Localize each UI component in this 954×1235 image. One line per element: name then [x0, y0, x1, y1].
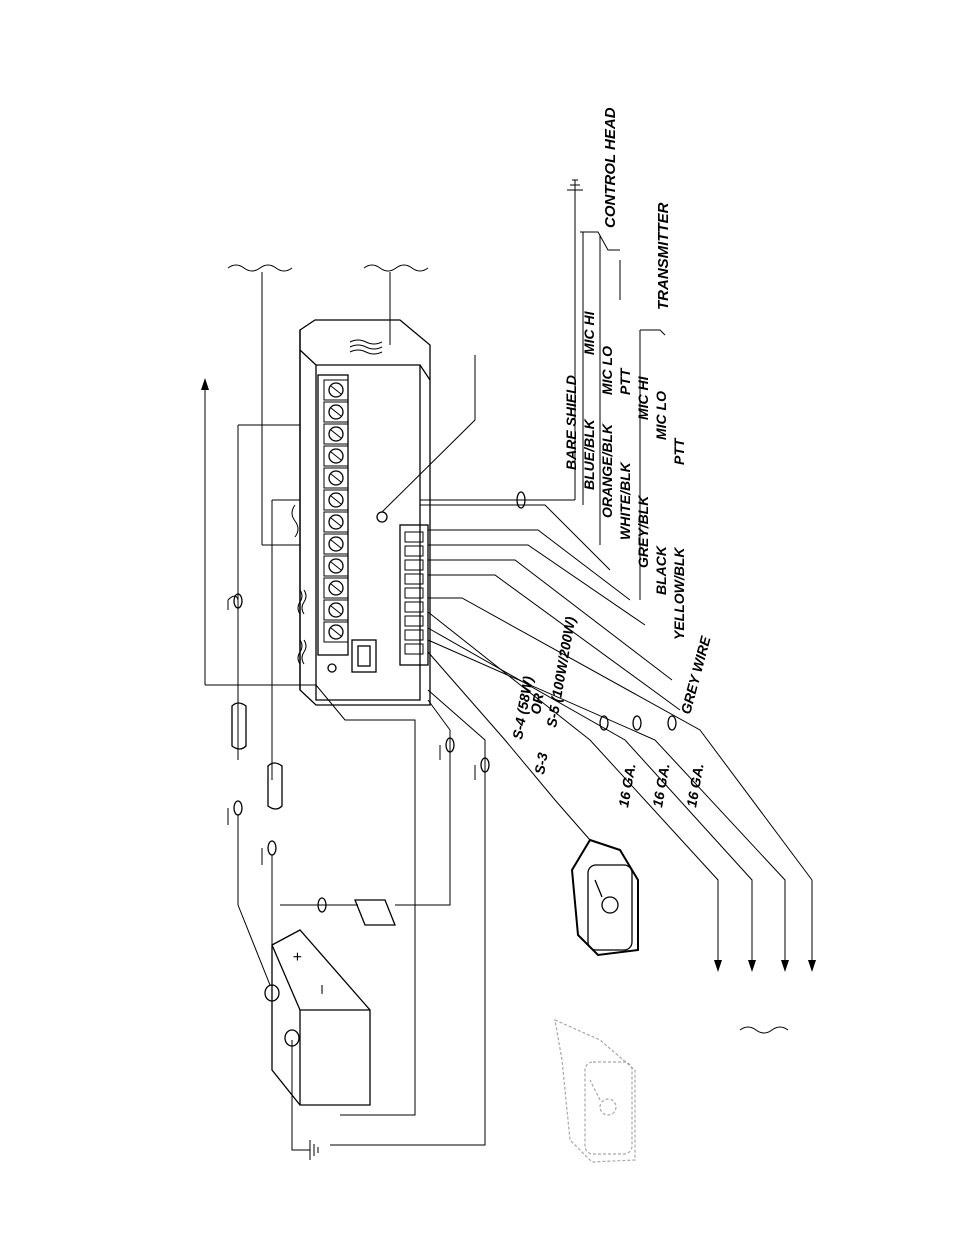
s3-label: S-3 — [531, 751, 551, 775]
control-head-cables — [420, 180, 816, 972]
optional-speaker-ghost — [555, 1020, 635, 1162]
yellow-blk-label: YELLOW/BLK — [671, 547, 687, 640]
ga-2-label: 16 GA. — [649, 762, 672, 808]
transmitter-label: TRANSMITTER — [655, 202, 672, 310]
black-label: BLACK — [653, 545, 669, 595]
mic-lo-2-label: MIC LO — [653, 391, 669, 440]
blue-blk-label: BLUE/BLK — [581, 418, 597, 490]
ga-3-label: 16 GA. — [683, 762, 706, 808]
ptt-1-label: PTT — [617, 367, 633, 395]
siren-speaker — [572, 840, 638, 955]
ground-screw-icon — [377, 512, 387, 522]
s5-label: S-5 (100W/200W) — [543, 615, 578, 728]
mic-lo-1-label: MIC LO — [599, 346, 615, 395]
battery-minus-label: – — [314, 985, 331, 994]
or-label: OR — [527, 691, 547, 715]
mount-screw-icon — [328, 664, 336, 672]
wires — [201, 355, 489, 1160]
siren-amplifier — [298, 320, 430, 705]
white-blk-label: WHITE/BLK — [617, 461, 633, 540]
ga-1-label: 16 GA. — [615, 762, 638, 808]
battery: + – — [265, 930, 370, 1105]
mic-hi-1-label: MIC HI — [581, 310, 597, 355]
labels: CONTROL HEAD TRANSMITTER BARE SHIELD BLU… — [509, 107, 714, 808]
control-head-label: CONTROL HEAD — [602, 107, 619, 228]
mic-hi-2-label: MIC HI — [635, 375, 651, 420]
orange-blk-label: ORANGE/BLK — [599, 423, 615, 518]
top-lead-breaks — [228, 265, 428, 545]
bottom-lead-break — [740, 1027, 788, 1033]
grey-wire-label: GREY WIRE — [677, 634, 713, 716]
ptt-2-label: PTT — [671, 437, 687, 465]
bare-shield-label: BARE SHIELD — [563, 375, 579, 470]
power-switch — [352, 640, 376, 672]
control-connector — [400, 525, 428, 665]
terminal-block — [318, 375, 348, 655]
battery-plus-label: + — [288, 952, 305, 961]
grey-blk-label: GREY/BLK — [635, 495, 651, 568]
